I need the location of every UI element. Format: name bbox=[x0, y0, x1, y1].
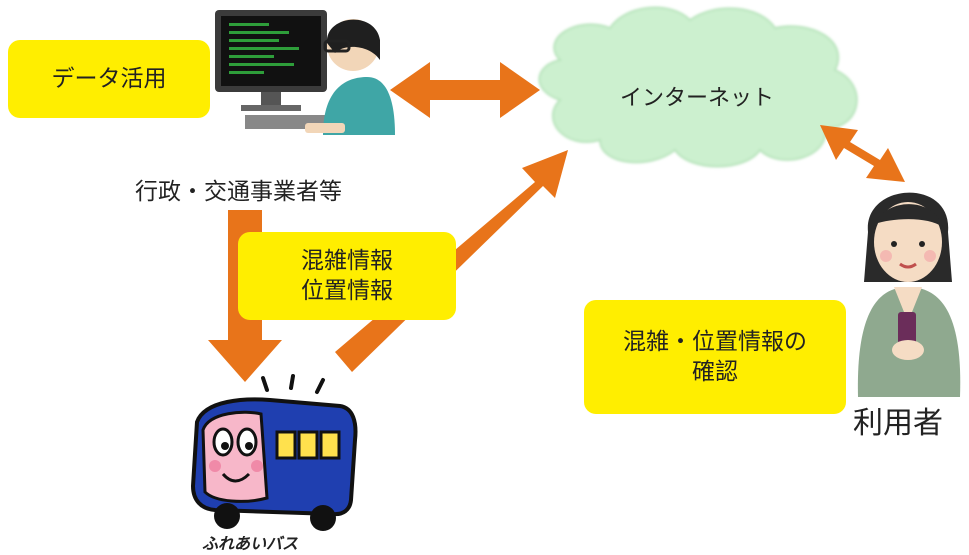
info-line-location: 位置情報 bbox=[301, 278, 393, 304]
bus-logo-text: ふれあいバス bbox=[202, 534, 299, 553]
admin-label: 行政・交通事業者等 bbox=[135, 179, 342, 205]
data-use-box: データ活用 bbox=[8, 40, 210, 118]
computer-operator-icon bbox=[215, 10, 395, 135]
confirm-line-1: 混雑・位置情報の bbox=[623, 329, 807, 355]
arrow-computer-internet bbox=[390, 62, 540, 118]
internet-label: インターネット bbox=[620, 86, 775, 111]
data-use-label: データ活用 bbox=[51, 66, 167, 92]
confirm-line-2: 確認 bbox=[692, 359, 738, 385]
arrow-internet-user bbox=[820, 125, 905, 182]
woman-with-phone-icon bbox=[857, 192, 961, 397]
info-line-congestion: 混雑情報 bbox=[301, 248, 393, 274]
fureai-bus-icon bbox=[190, 374, 358, 531]
user-label: 利用者 bbox=[853, 406, 943, 441]
confirm-box: 混雑・位置情報の 確認 bbox=[584, 300, 846, 414]
info-box: 混雑情報 位置情報 bbox=[238, 232, 456, 320]
